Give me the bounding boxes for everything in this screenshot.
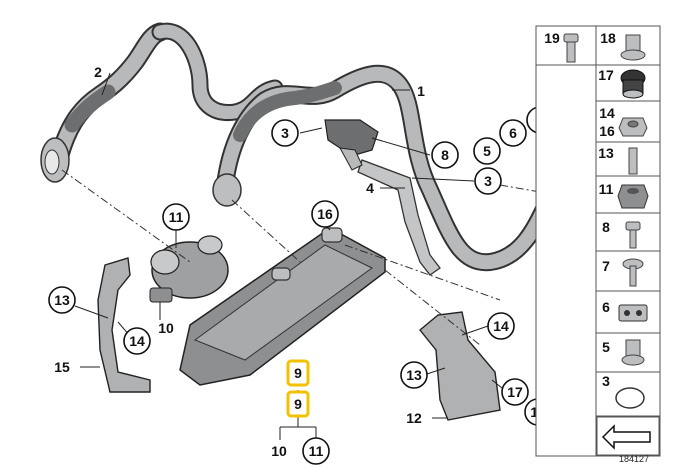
callout-14b: 14 <box>487 312 515 340</box>
svg-text:13: 13 <box>406 367 422 383</box>
legend-label-14: 14 <box>599 105 615 121</box>
legend-label-3: 3 <box>602 373 610 389</box>
callout-6: 6 <box>499 119 527 147</box>
legend-o-ring-3-icon <box>615 387 645 409</box>
diagram-id: 184127 <box>619 454 649 464</box>
legend-label-11: 11 <box>599 181 614 197</box>
svg-text:6: 6 <box>509 125 517 141</box>
callout-11a: 11 <box>162 203 190 231</box>
callout-14a: 14 <box>123 327 151 355</box>
svg-text:9: 9 <box>294 396 302 412</box>
legend-bolt-7-icon <box>622 258 644 287</box>
legend-grommet-5-icon <box>621 339 645 366</box>
svg-text:16: 16 <box>317 206 333 222</box>
legend-bolt-8-icon <box>625 221 641 249</box>
svg-text:3: 3 <box>281 125 289 141</box>
label-4: 4 <box>366 180 374 196</box>
svg-text:5: 5 <box>483 143 491 159</box>
arrow-icon <box>596 416 660 456</box>
hose-1-end-fitting <box>212 173 242 207</box>
legend-flange-nut-icon <box>618 117 648 137</box>
svg-text:13: 13 <box>54 292 70 308</box>
legend-grommet-17-icon <box>620 69 646 99</box>
legend-label-7: 7 <box>602 258 610 274</box>
legend-label-8: 8 <box>602 219 610 235</box>
assembly-lines <box>61 169 541 346</box>
bracket-12 <box>419 311 501 421</box>
label-15: 15 <box>54 359 70 375</box>
oil-cooler-port <box>271 267 291 281</box>
leader-lines <box>74 72 508 440</box>
hose-1 <box>216 64 557 272</box>
hose-2 <box>50 22 170 165</box>
callout-5: 5 <box>473 137 501 165</box>
callout-8: 8 <box>431 141 459 169</box>
highlight-9b: 9 <box>286 390 310 418</box>
hose-2-opening <box>44 149 60 175</box>
svg-text:17: 17 <box>507 384 523 400</box>
legend-label-13: 13 <box>598 145 614 161</box>
callout-17: 17 <box>501 378 529 406</box>
svg-text:9: 9 <box>294 365 302 381</box>
callout-13b: 13 <box>400 361 428 389</box>
callout-16: 16 <box>311 200 339 228</box>
legend-label-5: 5 <box>602 339 610 355</box>
highlight-9a: 9 <box>286 359 310 387</box>
label-10a: 10 <box>158 320 174 336</box>
svg-text:14: 14 <box>129 333 145 349</box>
oil-cooler-port-16 <box>321 227 343 243</box>
label-12: 12 <box>406 410 422 426</box>
svg-text:11: 11 <box>169 209 184 225</box>
legend-label-19: 19 <box>544 30 560 46</box>
clamp-8-tab <box>339 147 363 171</box>
legend-label-18: 18 <box>600 30 616 46</box>
callout-13a: 13 <box>48 286 76 314</box>
legend-label-16: 16 <box>599 123 615 139</box>
legend-label-6: 6 <box>602 299 610 315</box>
svg-text:14: 14 <box>493 318 509 334</box>
svg-text:8: 8 <box>441 147 449 163</box>
callout-3a: 3 <box>271 119 299 147</box>
label-10b: 10 <box>271 443 287 459</box>
legend-clip-6-icon <box>618 304 648 322</box>
svg-text:11: 11 <box>309 443 324 459</box>
callout-11b: 11 <box>302 437 330 465</box>
legend-panel <box>535 25 661 457</box>
thermostat-housing <box>149 235 229 303</box>
legend-nut-18-icon <box>620 34 646 61</box>
bracket-15 <box>97 257 151 393</box>
legend-hex-nut-11-icon <box>617 184 649 209</box>
legend-label-17: 17 <box>598 67 614 83</box>
legend-bolt-19-icon <box>563 33 579 63</box>
label-2: 2 <box>94 64 102 80</box>
legend-stud-13-icon <box>628 147 638 175</box>
label-1: 1 <box>417 83 425 99</box>
svg-text:3: 3 <box>484 173 492 189</box>
bracket-4 <box>357 159 441 276</box>
callout-3b: 3 <box>474 167 502 195</box>
clamp-8 <box>324 119 379 156</box>
